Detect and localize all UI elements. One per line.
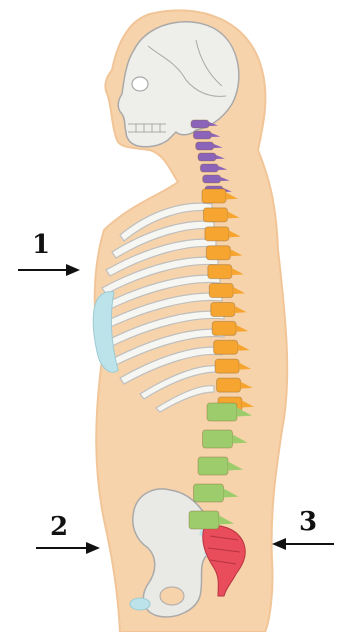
thoracic-vertebra [217, 378, 241, 392]
lumbar-vertebra [189, 511, 219, 529]
thoracic-vertebra [212, 321, 236, 335]
thoracic-vertebra [214, 340, 238, 354]
label-2: 2 [50, 512, 68, 542]
arrow-left-icon [272, 538, 334, 550]
lumbar-vertebra [203, 430, 233, 448]
pelvis-cartilage [130, 598, 150, 610]
lumbar-vertebra [207, 403, 237, 421]
cervical-vertebra [203, 175, 221, 183]
thoracic-vertebra [211, 302, 235, 316]
obturator-foramen [160, 587, 184, 605]
lumbar-vertebra [194, 484, 224, 502]
eye-socket [132, 77, 148, 91]
arrow-right-icon [36, 542, 100, 554]
thoracic-vertebra [202, 189, 226, 203]
lumbar-vertebra [198, 457, 228, 475]
label-2-group: 2 [36, 512, 100, 554]
arrow-right-icon [18, 264, 80, 276]
label-1: 1 [32, 230, 50, 260]
thoracic-vertebra [206, 246, 230, 260]
label-3-group: 3 [272, 507, 334, 550]
cervical-vertebra [196, 142, 214, 150]
cervical-vertebra [198, 153, 216, 161]
thoracic-vertebra [209, 284, 233, 298]
label-1-group: 1 [18, 230, 80, 276]
thoracic-vertebra [215, 359, 239, 373]
cervical-vertebra [191, 120, 209, 128]
cervical-vertebra [193, 131, 211, 139]
cervical-vertebra [200, 164, 218, 172]
thoracic-vertebra [205, 227, 229, 241]
label-3: 3 [299, 507, 317, 537]
thoracic-vertebra [208, 265, 232, 279]
thoracic-vertebra [203, 208, 227, 222]
